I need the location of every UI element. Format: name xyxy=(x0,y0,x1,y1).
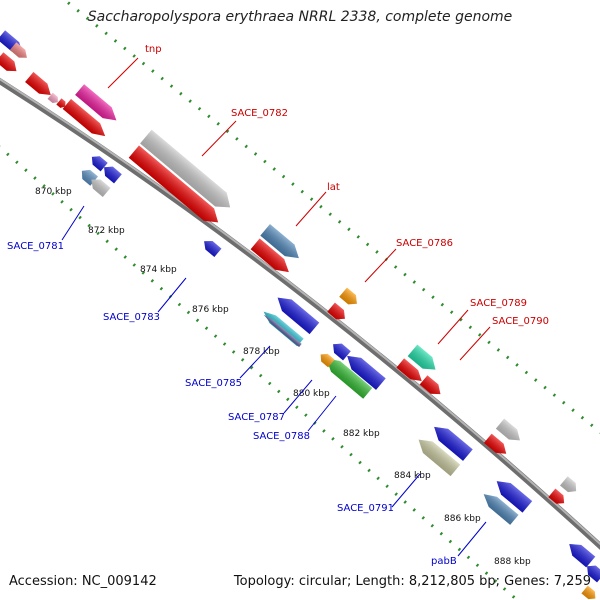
gene-arrow-16[interactable] xyxy=(329,340,351,361)
gene-label-sace-0787[interactable]: SACE_0787 xyxy=(228,412,285,423)
gene-arrow-pabb[interactable] xyxy=(480,489,519,525)
gene-label-tnp[interactable]: tnp xyxy=(145,44,162,55)
gene-arrow-sace-0783[interactable] xyxy=(201,237,222,257)
gene-arrow-5[interactable] xyxy=(56,98,67,109)
gene-label-sace-0791[interactable]: SACE_0791 xyxy=(337,503,394,514)
label-leader-lines xyxy=(61,57,491,557)
gene-arrow-sace-0790[interactable] xyxy=(419,375,445,398)
leader-tnp xyxy=(107,57,139,89)
gene-arrow-25[interactable] xyxy=(565,539,596,568)
gene-label-sace-0786[interactable]: SACE_0786 xyxy=(396,238,453,249)
gene-label-sace-0790[interactable]: SACE_0790 xyxy=(492,316,549,327)
tick-label-882: 882 kbp xyxy=(343,429,380,439)
leader-sace-0786 xyxy=(364,248,397,283)
gene-label-lat[interactable]: lat xyxy=(327,182,340,193)
gene-arrow-26[interactable] xyxy=(583,562,600,583)
gene-arrow-14[interactable] xyxy=(273,292,320,335)
tick-label-874: 874 kbp xyxy=(140,265,177,275)
leader-sace-0788 xyxy=(307,395,337,432)
gene-arrow-sace-0788[interactable] xyxy=(322,353,373,399)
leader-sace-0785 xyxy=(239,345,271,379)
gene-label-sace-0782[interactable]: SACE_0782 xyxy=(231,108,288,119)
gene-arrow-3[interactable] xyxy=(0,52,20,75)
gene-arrow-8[interactable] xyxy=(128,145,224,229)
gene-arrow-22[interactable] xyxy=(492,475,533,513)
tick-label-870: 870 kbp xyxy=(35,187,72,197)
gene-arrow-15[interactable] xyxy=(262,313,302,347)
tick-label-888: 888 kbp xyxy=(494,557,531,567)
tick-label-878: 878 kbp xyxy=(243,347,280,357)
gene-arrow-13[interactable] xyxy=(327,302,349,324)
gene-arrow-6[interactable] xyxy=(47,92,61,106)
gene-features xyxy=(0,30,600,600)
leader-sace-0791 xyxy=(391,473,421,508)
leader-sace-0781 xyxy=(61,205,85,241)
gene-arrow-2[interactable] xyxy=(9,42,30,61)
leader-sace-0787 xyxy=(283,379,313,414)
tick-label-886: 886 kbp xyxy=(444,514,481,524)
gene-arrow-20[interactable] xyxy=(495,418,524,446)
leader-sace-0790 xyxy=(459,326,491,361)
gene-arrow-19[interactable] xyxy=(429,421,473,461)
tick-label-876: 876 kbp xyxy=(192,305,229,315)
gene-arrow-10[interactable] xyxy=(100,163,122,184)
gene-arrow-sace-0789[interactable] xyxy=(407,344,441,376)
gene-arrow-17[interactable] xyxy=(317,351,335,368)
leader-lat xyxy=(295,191,327,227)
gene-label-pabb[interactable]: pabB xyxy=(431,556,457,567)
gene-arrow-tnp[interactable] xyxy=(75,84,121,126)
gene-label-sace-0785[interactable]: SACE_0785 xyxy=(185,378,242,389)
gene-arrow-lat[interactable] xyxy=(260,224,303,264)
leader-sace-0783 xyxy=(157,277,187,313)
gene-arrow-sace-0791[interactable] xyxy=(414,434,461,477)
gene-arrow-4[interactable] xyxy=(25,72,55,100)
gene-arrow-24[interactable] xyxy=(548,488,567,508)
gene-arrow-sace-0787[interactable] xyxy=(342,350,386,390)
map-title: Saccharopolyspora erythraea NRRL 2338, c… xyxy=(87,9,513,25)
dotted-ring-1 xyxy=(62,0,600,434)
accession-text: Accession: NC_009142 xyxy=(9,574,157,589)
gene-arrow-21[interactable] xyxy=(483,433,510,459)
gene-arrow-9[interactable] xyxy=(88,153,108,172)
gene-arrow-23[interactable] xyxy=(560,476,580,495)
gene-label-sace-0788[interactable]: SACE_0788 xyxy=(253,431,310,442)
tick-label-880: 880 kbp xyxy=(293,389,330,399)
gene-arrow-27[interactable] xyxy=(581,585,598,600)
gene-label-sace-0789[interactable]: SACE_0789 xyxy=(470,298,527,309)
gene-label-sace-0781[interactable]: SACE_0781 xyxy=(7,241,64,252)
tick-labels: 870 kbp 872 kbp 874 kbp 876 kbp 878 kbp … xyxy=(35,187,531,567)
genome-backbone-highlight xyxy=(0,78,600,546)
genome-backbone xyxy=(0,77,600,550)
gene-arrow-sace-0782[interactable] xyxy=(140,129,236,214)
summary-text: Topology: circular; Length: 8,212,805 bp… xyxy=(233,574,591,589)
gene-arrow-sace-0786[interactable] xyxy=(339,287,361,309)
dotted-ring-2 xyxy=(0,145,520,600)
gene-arrow-sace-0781[interactable] xyxy=(87,175,111,198)
gene-arrow-11[interactable] xyxy=(78,166,98,186)
gene-arrow-12[interactable] xyxy=(250,238,294,277)
tick-label-872: 872 kbp xyxy=(88,226,125,236)
gene-label-sace-0783[interactable]: SACE_0783 xyxy=(103,312,160,323)
gene-arrow-18[interactable] xyxy=(396,358,425,385)
leader-sace-0789 xyxy=(437,309,469,345)
leader-sace-0782 xyxy=(201,120,237,157)
leader-pabb xyxy=(457,521,487,557)
gene-arrow-7[interactable] xyxy=(62,98,110,141)
tick-label-884: 884 kbp xyxy=(394,471,431,481)
